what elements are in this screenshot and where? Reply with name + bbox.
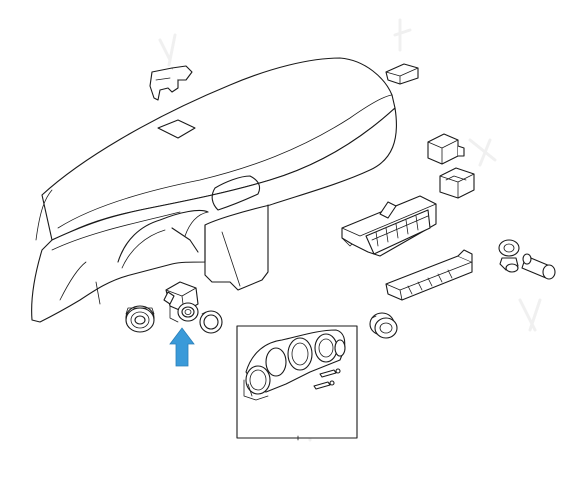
- instrument-panel[interactable]: [31, 57, 397, 323]
- start-button[interactable]: [369, 312, 398, 339]
- headlamp-switch-knob[interactable]: [125, 305, 155, 333]
- climate-control-unit[interactable]: [341, 195, 437, 257]
- power-outlet[interactable]: [498, 239, 520, 273]
- instrument-cluster-inset[interactable]: [236, 325, 358, 441]
- switch-panel[interactable]: [385, 249, 473, 301]
- panel-clip-right[interactable]: [385, 63, 419, 85]
- cigarette-lighter[interactable]: [521, 253, 556, 280]
- hazard-switch[interactable]: [427, 133, 465, 165]
- highlight-arrow: [169, 327, 195, 367]
- panel-bracket-left[interactable]: [149, 65, 193, 101]
- ignition-bezel-ring[interactable]: [199, 310, 223, 334]
- mode-switch[interactable]: [439, 167, 475, 199]
- ignition-switch[interactable]: [163, 281, 199, 323]
